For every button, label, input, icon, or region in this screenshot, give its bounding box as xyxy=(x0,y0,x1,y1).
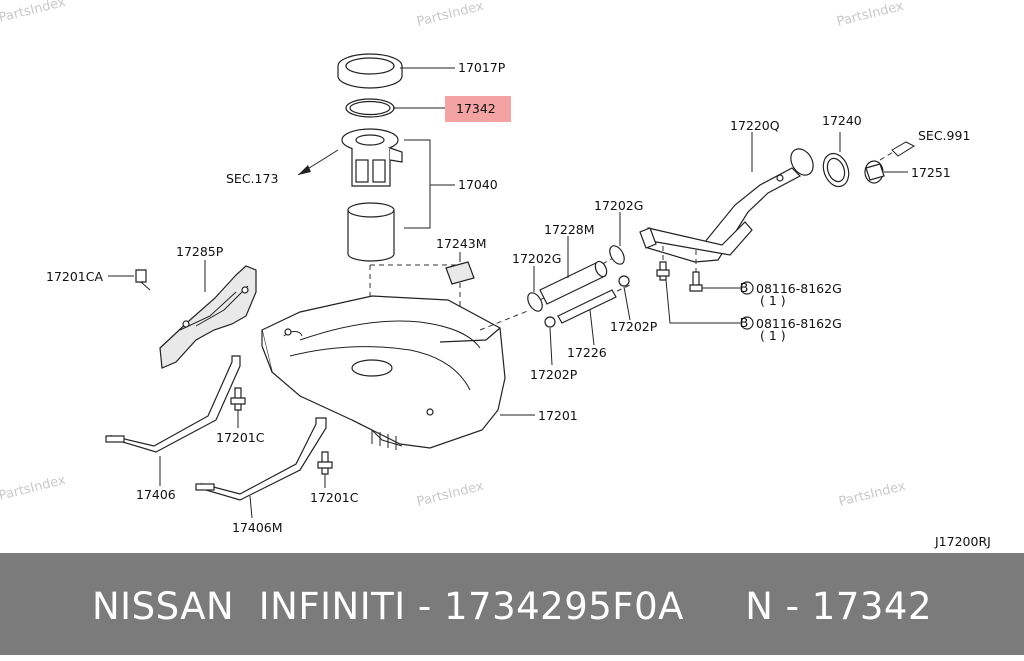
fuel-tank-band-17406M[interactable] xyxy=(195,417,327,501)
clamp-17202P[interactable] xyxy=(618,275,630,287)
part-label[interactable]: 08116-8162G xyxy=(756,281,842,296)
packing-ring-17342[interactable] xyxy=(345,98,395,118)
lock-ring-17017P[interactable] xyxy=(337,53,403,89)
part-label[interactable]: 17202G xyxy=(512,251,561,266)
leader-line xyxy=(249,495,253,519)
filler-cap-17251[interactable] xyxy=(864,160,885,184)
part-label[interactable]: 17201C xyxy=(310,490,359,505)
clamp-17202G[interactable] xyxy=(607,243,627,266)
bolt-symbol-letter: B xyxy=(740,280,749,295)
clamp-17202P[interactable] xyxy=(544,316,556,328)
watermark: PartsIndex xyxy=(0,0,67,26)
parts-diagram: PartsIndex PartsIndex PartsIndex PartsIn… xyxy=(0,0,991,549)
heat-insulator-17285P[interactable] xyxy=(159,265,257,369)
bolt-08116-8162G[interactable] xyxy=(689,271,703,292)
part-label-highlighted[interactable]: 17342 xyxy=(456,101,496,116)
bolt-17201C[interactable] xyxy=(317,451,333,475)
part-label[interactable]: 17285P xyxy=(176,244,224,259)
leader-line xyxy=(623,286,631,321)
bolt-08116-8162G[interactable] xyxy=(656,261,670,281)
figure-code: J17200RJ xyxy=(934,534,991,549)
clamp-17202G[interactable] xyxy=(525,290,545,313)
part-label[interactable]: 17040 xyxy=(458,177,498,192)
leader-line xyxy=(665,279,740,324)
section-reference[interactable]: SEC.991 xyxy=(918,128,970,143)
watermark: PartsIndex xyxy=(415,479,485,510)
bolt-17201C[interactable] xyxy=(230,387,246,411)
highlight-box xyxy=(445,96,511,122)
leader-line xyxy=(549,327,553,366)
arrow-head-icon xyxy=(891,141,916,157)
clip-17201CA[interactable] xyxy=(135,269,151,291)
breather-hose-17226[interactable] xyxy=(557,289,617,324)
filler-hose-17228M[interactable] xyxy=(539,260,609,305)
part-label[interactable]: 17406 xyxy=(136,487,176,502)
filler-gasket-17240[interactable] xyxy=(819,150,853,190)
watermark: PartsIndex xyxy=(837,479,907,510)
watermark: PartsIndex xyxy=(0,473,67,504)
bolt-symbol-icon xyxy=(740,281,754,295)
part-label[interactable]: 17202P xyxy=(610,319,658,334)
part-label[interactable]: 17251 xyxy=(911,165,951,180)
quantity-label: ( 1 ) xyxy=(760,328,786,343)
watermark: PartsIndex xyxy=(835,0,905,30)
fuel-tank-17201[interactable] xyxy=(261,295,506,450)
part-number-caption: NISSAN INFINITI - 1734295F0A N - 17342 xyxy=(92,585,932,628)
part-label[interactable]: 17406M xyxy=(232,520,283,535)
section-reference[interactable]: SEC.173 xyxy=(226,171,278,186)
filler-tube-17220Q[interactable] xyxy=(639,145,818,263)
part-label[interactable]: 17220Q xyxy=(730,118,780,133)
part-label[interactable]: 17226 xyxy=(567,345,607,360)
fuel-tank-band-17406[interactable] xyxy=(105,355,241,453)
quantity-label: ( 1 ) xyxy=(760,293,786,308)
watermark: PartsIndex xyxy=(415,0,485,30)
bolt-symbol-letter: B xyxy=(740,315,749,330)
part-label[interactable]: 08116-8162G xyxy=(756,316,842,331)
bolt-symbol-icon xyxy=(740,316,754,330)
footer-bar: NISSAN INFINITI - 1734295F0A N - 17342 xyxy=(0,553,1024,655)
part-label[interactable]: 17201C xyxy=(216,430,265,445)
part-label[interactable]: 17017P xyxy=(458,60,506,75)
part-label[interactable]: 17202G xyxy=(594,198,643,213)
part-label[interactable]: 17228M xyxy=(544,222,595,237)
part-label[interactable]: 17201 xyxy=(538,408,578,423)
part-label[interactable]: 17240 xyxy=(822,113,862,128)
part-label[interactable]: 17202P xyxy=(530,367,578,382)
fuel-pump-assembly-17040[interactable] xyxy=(341,128,403,262)
bracket-line xyxy=(404,139,431,229)
arrow-head-icon xyxy=(298,165,311,175)
part-label[interactable]: 17201CA xyxy=(46,269,103,284)
leader-line xyxy=(589,309,595,346)
part-label[interactable]: 17243M xyxy=(436,236,487,251)
protector-17243M[interactable] xyxy=(445,261,475,285)
